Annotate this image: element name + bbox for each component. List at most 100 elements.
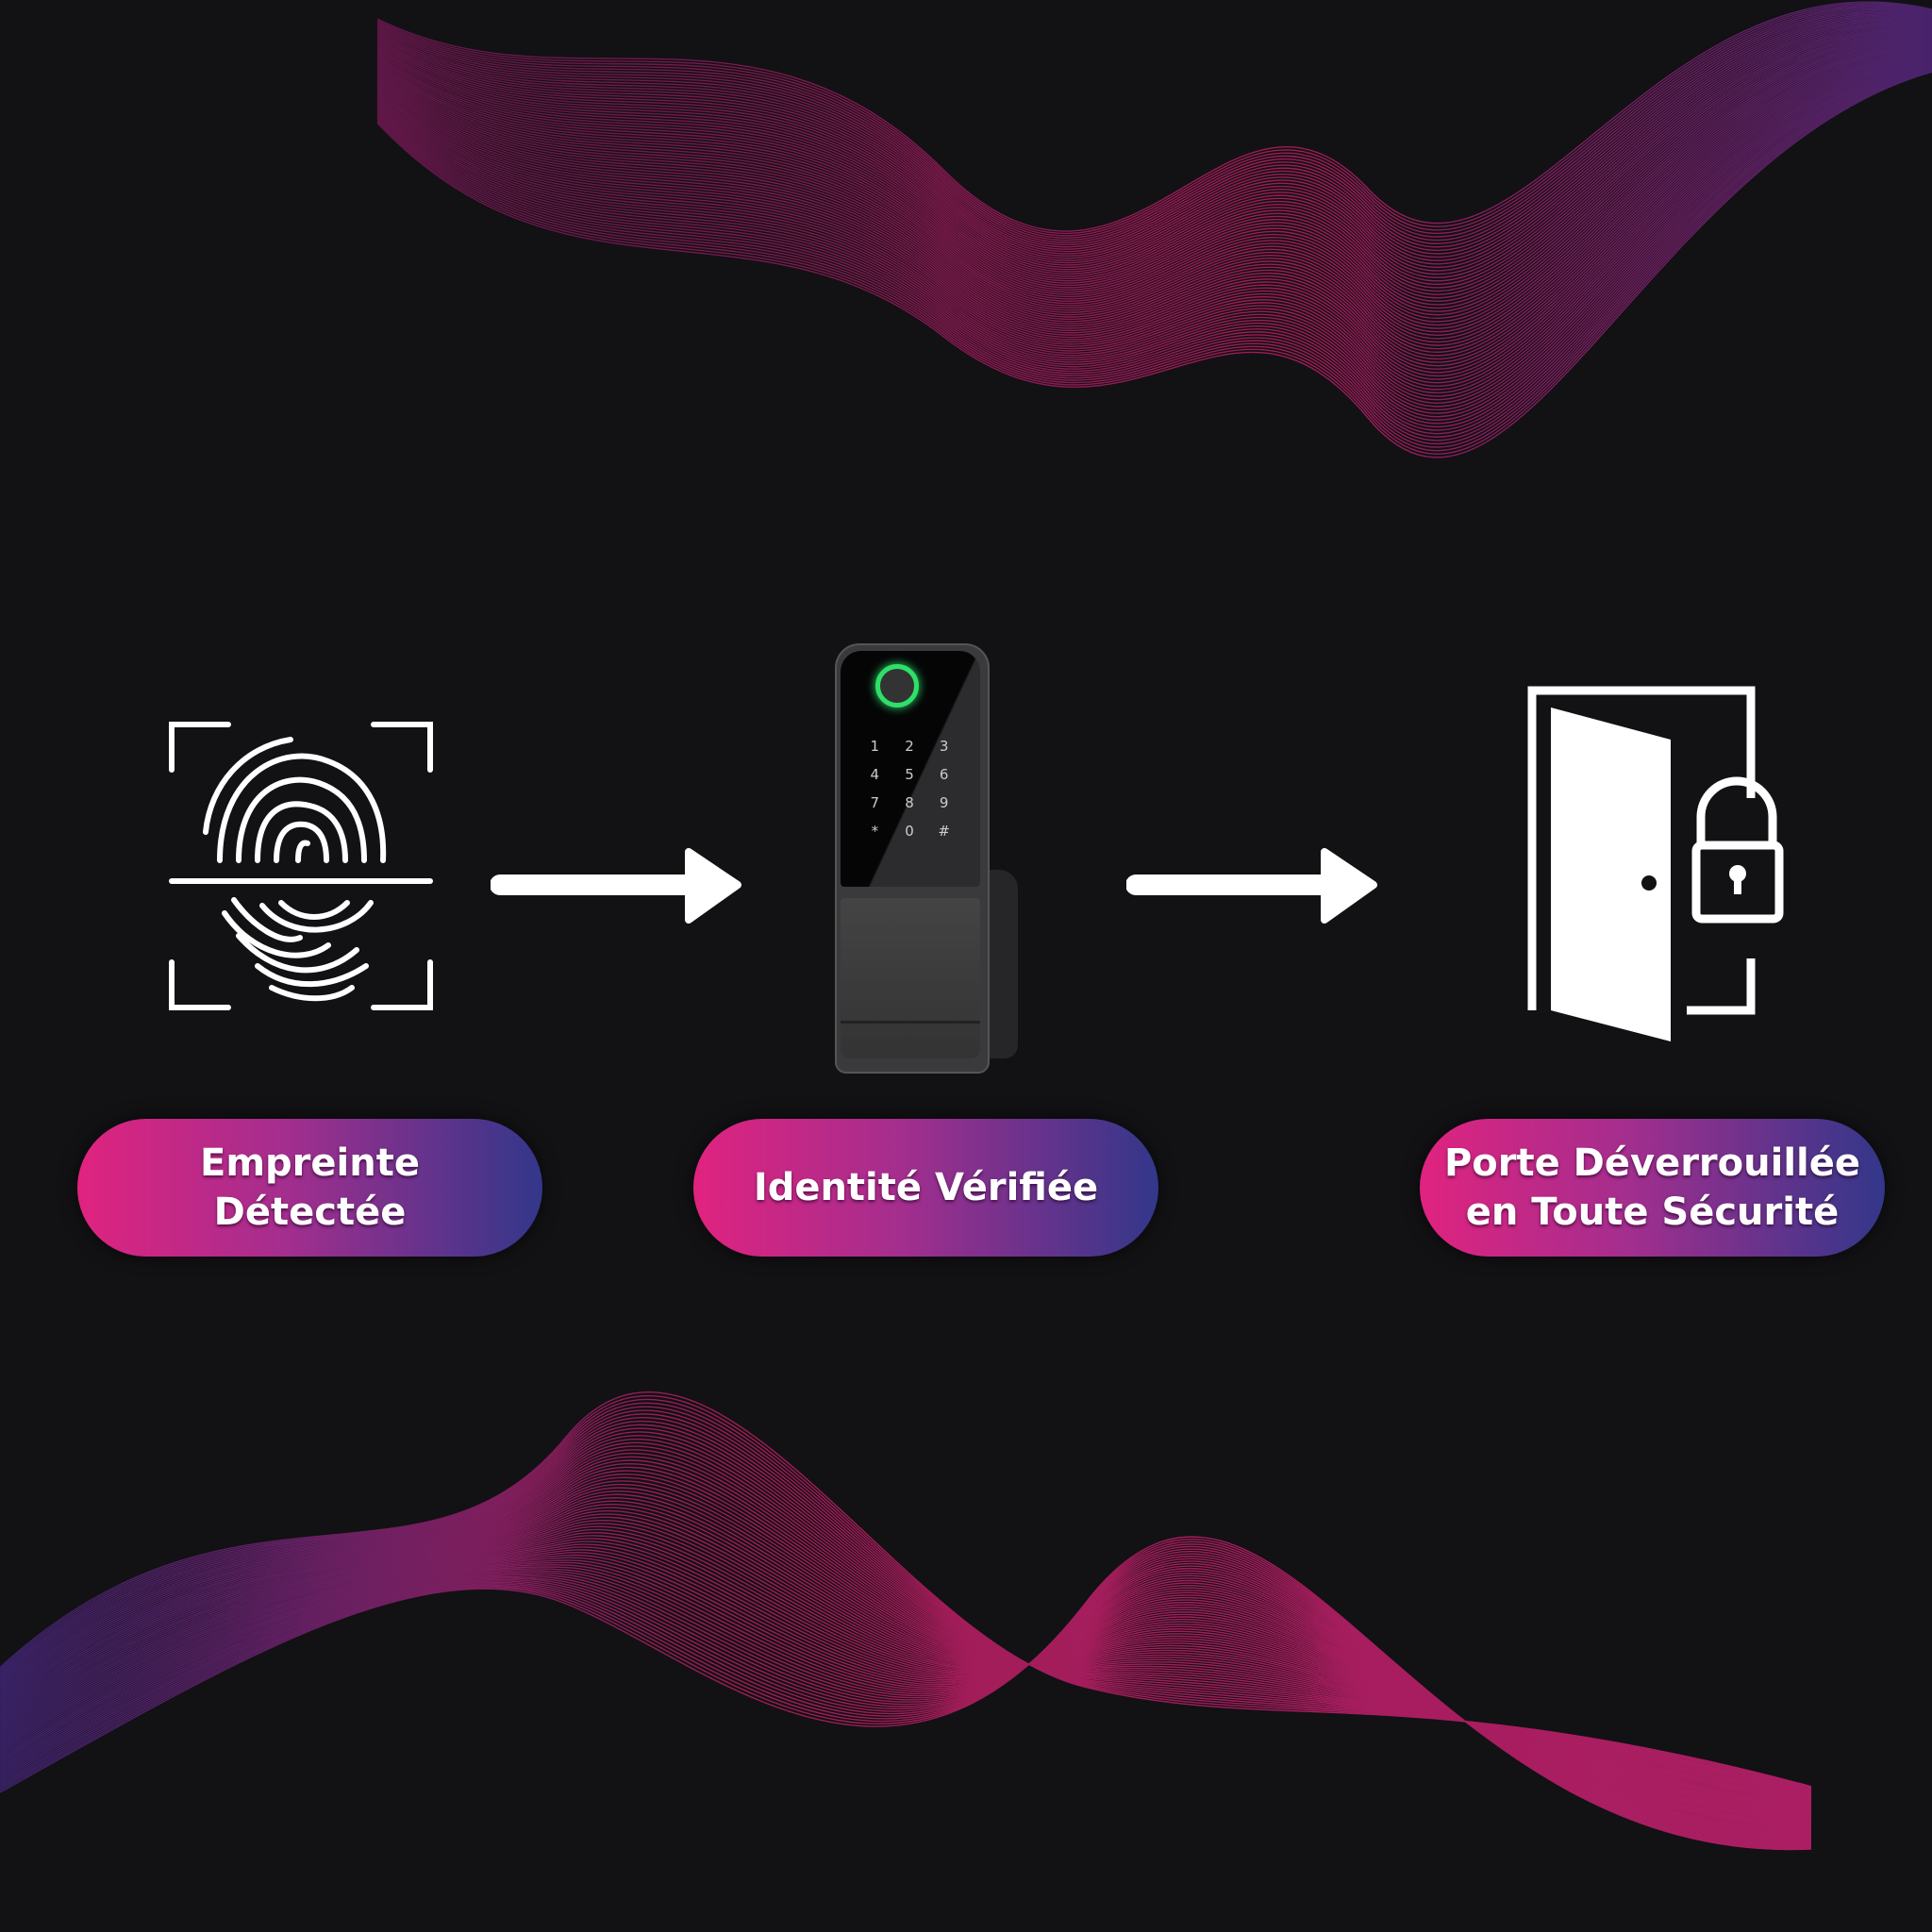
keypad-key: 0 bbox=[905, 823, 914, 840]
wave-line bbox=[0, 1424, 1812, 1796]
padlock-icon bbox=[1691, 776, 1784, 924]
wave-line bbox=[376, 32, 1932, 312]
wave-line bbox=[376, 3, 1932, 235]
wave-line bbox=[0, 1504, 1812, 1817]
wave-line bbox=[0, 1427, 1812, 1797]
wave-line bbox=[376, 43, 1932, 357]
wave-line bbox=[0, 1445, 1812, 1801]
wave-line bbox=[0, 1441, 1812, 1800]
wave-line bbox=[0, 1453, 1812, 1803]
keypad-key: 5 bbox=[905, 766, 914, 783]
wave-line bbox=[0, 1456, 1812, 1804]
wave-line bbox=[376, 35, 1932, 323]
wave-line bbox=[376, 71, 1932, 458]
wave-line bbox=[376, 46, 1932, 367]
wave-line bbox=[376, 47, 1932, 370]
wave-line bbox=[376, 65, 1932, 438]
wave-line bbox=[376, 53, 1932, 391]
wave-line bbox=[376, 20, 1932, 275]
wave-line bbox=[376, 7, 1932, 242]
wave-line bbox=[0, 1435, 1812, 1798]
wave-line bbox=[0, 1413, 1812, 1793]
wave-line bbox=[0, 1439, 1812, 1799]
wave-line bbox=[0, 1480, 1812, 1810]
keypad-key: 3 bbox=[939, 738, 949, 755]
wave-line bbox=[376, 38, 1932, 337]
wave-line bbox=[376, 49, 1932, 377]
wave-line bbox=[376, 50, 1932, 380]
wave-line bbox=[0, 1466, 1812, 1807]
wave-line bbox=[0, 1507, 1812, 1818]
wave-line bbox=[376, 66, 1932, 441]
wave-line bbox=[0, 1476, 1812, 1809]
wave-line bbox=[376, 30, 1932, 306]
wave-line bbox=[376, 5, 1932, 239]
wave-line bbox=[0, 1402, 1812, 1790]
keypad-key: 7 bbox=[870, 794, 880, 811]
wave-line bbox=[376, 25, 1932, 289]
keypad-key: 4 bbox=[870, 766, 880, 783]
label-line: en Toute Sécurité bbox=[1465, 1191, 1840, 1234]
keypad-key: 6 bbox=[939, 766, 949, 783]
wave-line bbox=[376, 18, 1932, 269]
keypad-key: 9 bbox=[939, 794, 949, 811]
wave-line bbox=[376, 10, 1932, 248]
wave-line bbox=[376, 24, 1932, 286]
wave-line bbox=[376, 4, 1932, 237]
wave-line bbox=[0, 1420, 1812, 1795]
wave-line bbox=[376, 67, 1932, 445]
step-label-fingerprint-detected: Empreinte Détectée bbox=[77, 1119, 542, 1257]
bottom-wave-pattern bbox=[0, 1391, 1812, 1851]
wave-line bbox=[376, 48, 1932, 374]
wave-line bbox=[376, 31, 1932, 309]
wave-line bbox=[0, 1398, 1812, 1790]
wave-line bbox=[376, 40, 1932, 343]
wave-line bbox=[376, 56, 1932, 401]
wave-line bbox=[376, 52, 1932, 387]
wave-line bbox=[376, 28, 1932, 303]
top-wave-pattern bbox=[376, 1, 1932, 458]
keypad-key: * bbox=[871, 823, 879, 840]
wave-line bbox=[376, 26, 1932, 295]
wave-line bbox=[376, 45, 1932, 363]
wave-line bbox=[0, 1417, 1812, 1794]
wave-line bbox=[0, 1497, 1812, 1815]
wave-line bbox=[0, 1463, 1812, 1806]
wave-line bbox=[0, 1493, 1812, 1814]
door-unlocked-icon bbox=[1527, 686, 1784, 1041]
keypad-key: 1 bbox=[870, 738, 880, 755]
wave-line bbox=[376, 21, 1932, 278]
wave-line bbox=[0, 1431, 1812, 1798]
wave-line bbox=[376, 63, 1932, 431]
wave-line bbox=[376, 14, 1932, 258]
wave-line bbox=[376, 58, 1932, 411]
wave-line bbox=[376, 62, 1932, 428]
wave-line bbox=[0, 1459, 1812, 1805]
wave-line bbox=[376, 15, 1932, 261]
wave-line bbox=[0, 1500, 1812, 1816]
wave-line bbox=[0, 1474, 1812, 1808]
wave-line bbox=[376, 61, 1932, 425]
wave-line bbox=[376, 54, 1932, 394]
wave-line bbox=[376, 8, 1932, 243]
wave-line bbox=[0, 1545, 1812, 1846]
wave-line bbox=[376, 70, 1932, 455]
wave-line bbox=[376, 34, 1932, 320]
wave-line bbox=[376, 59, 1932, 414]
wave-line bbox=[0, 1491, 1812, 1813]
wave-line bbox=[376, 25, 1932, 292]
wave-line bbox=[0, 1395, 1812, 1789]
fingerprint-scan-icon bbox=[169, 722, 433, 1010]
wave-line bbox=[376, 60, 1932, 418]
wave-line bbox=[376, 27, 1932, 299]
wave-line bbox=[376, 51, 1932, 384]
wave-line bbox=[376, 68, 1932, 448]
wave-line bbox=[376, 22, 1932, 282]
wave-line bbox=[0, 1470, 1812, 1807]
wave-line bbox=[376, 37, 1932, 329]
wave-line bbox=[0, 1484, 1812, 1811]
step-label-door-unlocked: Porte Déverrouillée en Toute Sécurité bbox=[1420, 1119, 1885, 1257]
wave-line bbox=[376, 33, 1932, 316]
wave-line bbox=[376, 8, 1932, 246]
